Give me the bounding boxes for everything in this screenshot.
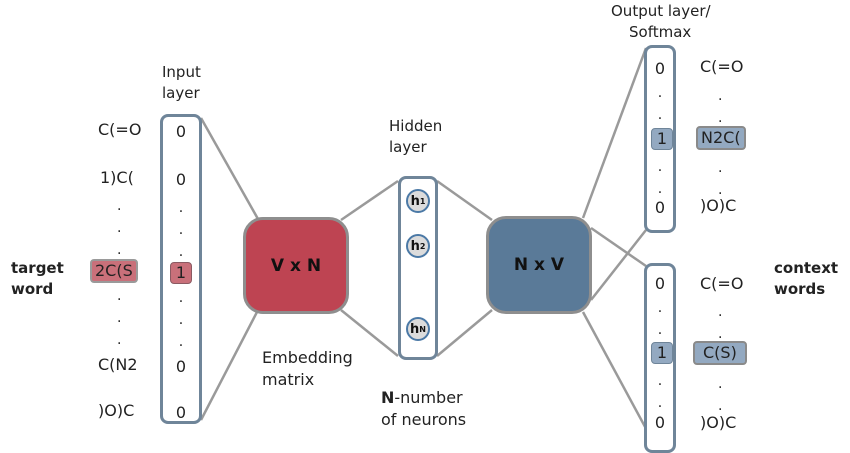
ellipsis-dot: . [718, 326, 723, 342]
output-value: 0 [654, 198, 666, 217]
ellipsis-dot: . [657, 395, 663, 411]
ellipsis-dot: . [117, 242, 122, 258]
target-word-label-line2: word [11, 280, 54, 298]
ellipsis-dot: . [657, 300, 663, 316]
input-word: 1)C( [100, 168, 134, 187]
connector-hidden-to-output-matrix-bottom [436, 309, 493, 357]
ellipsis-dot: . [117, 220, 122, 236]
connector-lines [199, 47, 652, 436]
connector-hidden-to-output-matrix-top [436, 179, 493, 222]
hidden-layer-label-line1: Hidden [389, 117, 443, 135]
output-word-context-highlight: N2C( [696, 126, 746, 150]
embedding-matrix-caption-line2: matrix [262, 370, 315, 389]
target-word-label-line1: target [11, 259, 64, 277]
ellipsis-dot: . [657, 181, 663, 197]
connector-input-to-embedding-top [199, 117, 260, 220]
hidden-layer-label-line2: layer [389, 138, 427, 156]
neurons-note-n: N [381, 388, 395, 407]
embedding-matrix-label: V x N [270, 255, 322, 276]
input-word: C(=O [98, 120, 142, 139]
ellipsis-dot: . [657, 107, 663, 123]
output-value: 0 [654, 413, 666, 432]
connector-embedding-to-hidden-bottom [340, 309, 399, 357]
input-layer-vector: 0 0 . . . 1 . . . 0 0 [160, 114, 202, 424]
output-word: )O)C [700, 196, 737, 215]
output-word-context-highlight: C(S) [693, 341, 747, 365]
ellipsis-dot: . [657, 159, 663, 175]
ellipsis-dot: . [178, 312, 184, 328]
output-value-active-highlight: 1 [651, 128, 673, 150]
ellipsis-dot: . [718, 398, 723, 414]
ellipsis-dot: . [117, 288, 122, 304]
neurons-note-line2: of neurons [381, 410, 467, 429]
neurons-note-rest: -number [394, 388, 463, 407]
connector-nxv-to-output2-bottom [581, 311, 652, 436]
output-layer-label-line1: Output layer/ [611, 2, 711, 20]
ellipsis-dot: . [178, 222, 184, 238]
output-value: 0 [654, 274, 666, 293]
ellipsis-dot: . [117, 198, 122, 214]
ellipsis-dot: . [657, 85, 663, 101]
ellipsis-dot: . [718, 110, 723, 126]
ellipsis-dot: . [718, 304, 723, 320]
ellipsis-dot: . [718, 376, 723, 392]
ellipsis-dot: . [117, 332, 122, 348]
output-vector-2: 0 . . 1 . . 0 [644, 263, 676, 453]
output-matrix-nxv: N x V [486, 216, 592, 314]
embedding-matrix-caption-line1: Embedding [262, 348, 353, 367]
output-matrix-label: N x V [513, 255, 565, 275]
ellipsis-dot: . [117, 310, 122, 326]
input-layer-label-line1: Input [162, 63, 201, 81]
ellipsis-dot: . [718, 160, 723, 176]
output-vector-1: 0 . . 1 . . 0 [644, 45, 676, 233]
ellipsis-dot: . [178, 334, 184, 350]
ellipsis-dot: . [718, 182, 723, 198]
input-value: 0 [175, 170, 187, 189]
connector-embedding-to-hidden-top [340, 179, 399, 222]
output-value: 0 [654, 59, 666, 78]
input-value: 0 [175, 403, 187, 422]
context-words-label-line2: words [774, 280, 826, 298]
connector-nxv-to-output1-bottom [590, 229, 647, 301]
connector-nxv-to-output1-top [581, 47, 648, 219]
ellipsis-dot: . [657, 322, 663, 338]
ellipsis-dot: . [657, 373, 663, 389]
context-words-label-line1: context [774, 259, 839, 277]
input-layer-label-line2: layer [162, 84, 200, 102]
input-word: C(N2 [98, 355, 138, 374]
input-value: 0 [175, 357, 187, 376]
output-value-active-highlight: 1 [651, 342, 673, 364]
embedding-matrix-vxn: V x N [243, 217, 349, 314]
ellipsis-dot: . [718, 88, 723, 104]
output-word: )O)C [700, 413, 737, 432]
input-value-active-highlight: 1 [170, 262, 192, 284]
input-word: )O)C [98, 401, 135, 420]
ellipsis-dot: . [178, 244, 184, 260]
output-word: C(=O [700, 57, 744, 76]
output-layer-label-line2: Softmax [629, 23, 692, 41]
output-word: C(=O [700, 274, 744, 293]
ellipsis-dot: . [178, 290, 184, 306]
ellipsis-dot: . [178, 200, 184, 216]
neurons-note-line1: N-number [381, 388, 463, 408]
connector-nxv-to-output2-top [590, 226, 647, 268]
connector-input-to-embedding-bottom [199, 311, 259, 421]
input-value: 0 [175, 122, 187, 141]
input-word-target-highlight: 2C(S [90, 259, 138, 283]
